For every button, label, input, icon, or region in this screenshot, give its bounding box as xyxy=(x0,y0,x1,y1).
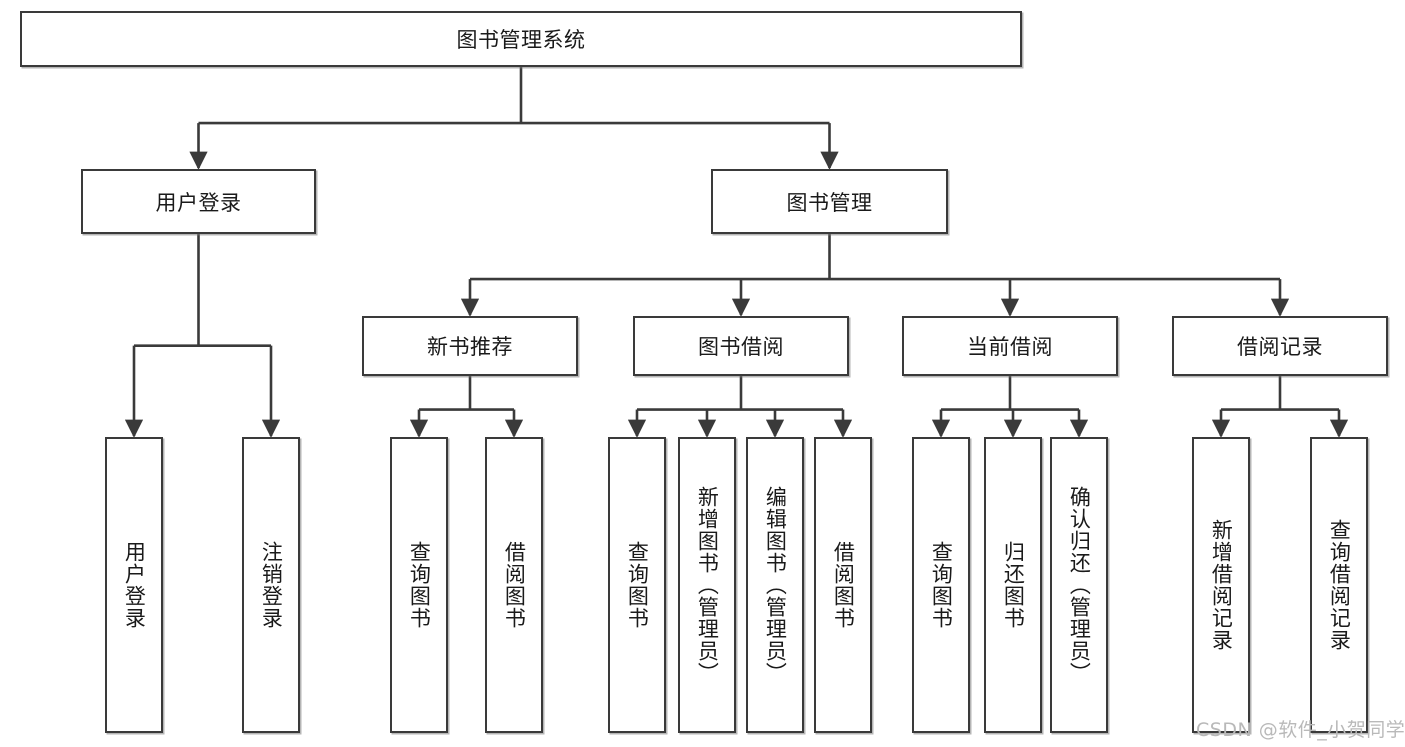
node-label: 查询借阅记录 xyxy=(1327,519,1352,651)
node-root[interactable]: 图书管理系统 xyxy=(20,11,1022,67)
node-new-book-recommend[interactable]: 新书推荐 xyxy=(362,316,578,376)
node-label: 当前借阅 xyxy=(967,335,1053,359)
node-label: 归还图书 xyxy=(1001,541,1026,629)
node-leaf-add-borrow-record[interactable]: 新增借阅记录 xyxy=(1192,437,1250,733)
node-leaf-query-book-1[interactable]: 查询图书 xyxy=(390,437,448,733)
node-leaf-logout-login[interactable]: 注销登录 xyxy=(242,437,300,733)
node-leaf-query-book-3[interactable]: 查询图书 xyxy=(912,437,970,733)
node-label: 确认归还（管理员） xyxy=(1067,486,1092,684)
node-label: 借阅记录 xyxy=(1237,335,1323,359)
node-leaf-query-book-2[interactable]: 查询图书 xyxy=(608,437,666,733)
node-label: 图书借阅 xyxy=(698,335,784,359)
node-user-login[interactable]: 用户登录 xyxy=(81,169,316,234)
node-label: 图书管理系统 xyxy=(456,28,586,52)
node-book-manage[interactable]: 图书管理 xyxy=(711,169,948,234)
node-label: 新增借阅记录 xyxy=(1209,519,1234,651)
node-label: 注销登录 xyxy=(259,541,284,629)
node-label: 用户登录 xyxy=(122,541,147,629)
node-label: 编辑图书（管理员） xyxy=(763,486,788,684)
node-current-borrow[interactable]: 当前借阅 xyxy=(902,316,1118,376)
node-leaf-query-borrow-record[interactable]: 查询借阅记录 xyxy=(1310,437,1368,733)
node-borrow-record[interactable]: 借阅记录 xyxy=(1172,316,1388,376)
node-label: 借阅图书 xyxy=(831,541,856,629)
node-leaf-edit-book-admin[interactable]: 编辑图书（管理员） xyxy=(746,437,804,733)
node-book-borrow[interactable]: 图书借阅 xyxy=(633,316,849,376)
node-label: 查询图书 xyxy=(625,541,650,629)
node-label: 新增图书（管理员） xyxy=(695,486,720,684)
node-leaf-borrow-book-1[interactable]: 借阅图书 xyxy=(485,437,543,733)
node-label: 新书推荐 xyxy=(427,335,513,359)
node-leaf-user-login[interactable]: 用户登录 xyxy=(105,437,163,733)
node-label: 查询图书 xyxy=(929,541,954,629)
node-label: 查询图书 xyxy=(407,541,432,629)
node-leaf-add-book-admin[interactable]: 新增图书（管理员） xyxy=(678,437,736,733)
node-leaf-borrow-book-2[interactable]: 借阅图书 xyxy=(814,437,872,733)
node-label: 借阅图书 xyxy=(502,541,527,629)
node-label: 图书管理 xyxy=(786,190,873,215)
node-leaf-return-book[interactable]: 归还图书 xyxy=(984,437,1042,733)
node-label: 用户登录 xyxy=(155,190,242,215)
node-leaf-confirm-return-admin[interactable]: 确认归还（管理员） xyxy=(1050,437,1108,733)
csdn-watermark: CSDN @软件_小贺同学 xyxy=(1196,719,1405,741)
